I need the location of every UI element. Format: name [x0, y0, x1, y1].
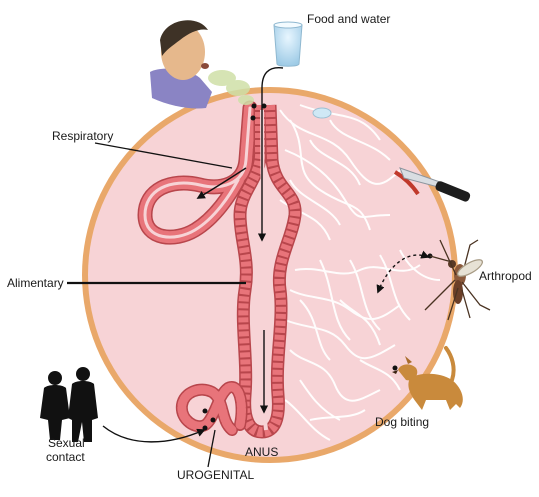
respiratory-tract [137, 100, 258, 245]
label-respiratory: Respiratory [52, 129, 113, 143]
label-contact: contact [46, 450, 85, 464]
label-anus: ANUS [245, 445, 278, 459]
label-food-and-water: Food and water [307, 12, 390, 26]
couple-silhouette-icon [40, 367, 98, 442]
label-alimentary: Alimentary [7, 276, 64, 290]
label-arthropod: Arthropod [479, 269, 532, 283]
label-urogenital: UROGENITAL [177, 468, 254, 482]
mosquito-icon [424, 239, 491, 321]
wound [393, 170, 420, 196]
man-coughing-icon [150, 20, 254, 109]
glass-of-water-icon [273, 21, 303, 67]
skin-lesion [312, 107, 332, 119]
entry-points [202, 103, 433, 431]
leader-lines [67, 142, 246, 468]
knife-icon [399, 167, 471, 202]
route-arrows [102, 67, 430, 443]
label-dog-biting: Dog biting [375, 415, 429, 429]
dog-icon [392, 346, 463, 410]
label-sexual: Sexual [48, 436, 85, 450]
urogenital-tract [175, 381, 248, 436]
